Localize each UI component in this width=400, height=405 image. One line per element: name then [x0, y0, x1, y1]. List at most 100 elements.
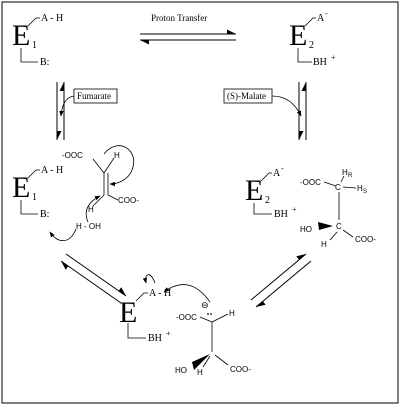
- proton-transfer-label: Proton Transfer: [151, 13, 207, 23]
- hydrogen-top: H: [229, 309, 235, 318]
- base-bond: [20, 48, 38, 63]
- enzyme-subscript: 1: [32, 192, 37, 203]
- carboxylate-bottom: COO-: [355, 235, 376, 244]
- lone-pair-dot: [207, 313, 209, 315]
- reverse-arrow: [255, 260, 312, 308]
- hydrogen-r: H: [342, 168, 348, 177]
- enzyme-subscript: 1: [32, 40, 37, 51]
- base-charge: +: [166, 329, 171, 338]
- fumarate-substrate: -OOC H H COO- H - OH: [49, 145, 139, 242]
- carbon-bottom: C: [336, 222, 342, 231]
- base-bond: [127, 323, 146, 339]
- enzyme-e1-top: E 1 A - H B:: [12, 13, 63, 68]
- enzyme-letter: E: [245, 174, 263, 207]
- acid-charge: -: [325, 9, 328, 18]
- base-group: BH: [148, 333, 162, 344]
- carbon-top: C: [335, 183, 341, 192]
- carboxylate-left: -OOC: [62, 151, 83, 160]
- malate-product: -OOC C H R H S C HO H COO-: [300, 168, 376, 249]
- electron-push-arrow: [163, 284, 211, 303]
- acid-group: A - H: [149, 288, 171, 299]
- carboxylate-top: -OOC: [300, 178, 321, 187]
- base-bond: [253, 203, 272, 215]
- acid-bond: [304, 17, 316, 27]
- enzyme-subscript: 2: [265, 195, 270, 206]
- hydroxyl: HO: [300, 225, 312, 234]
- fumarate-entry-curve: [59, 95, 75, 117]
- hydrogen-s-label: S: [363, 189, 367, 195]
- proton-return-arrow: [142, 274, 156, 284]
- wedge-bond: [318, 222, 333, 230]
- bond: [340, 175, 345, 183]
- enzyme-subscript: 2: [309, 40, 314, 51]
- acid-bond: [27, 169, 40, 179]
- bond: [342, 229, 354, 238]
- wedge-bond: [192, 354, 210, 370]
- forward-arrow: [250, 253, 307, 301]
- fumarate-binding-equilibrium: Fumarate: [56, 82, 118, 140]
- right-lower-equilibrium: [250, 253, 312, 308]
- base-group: BH: [274, 209, 288, 220]
- acid-bond: [135, 292, 148, 302]
- bond: [211, 313, 229, 323]
- hydrogen-top: H: [114, 151, 120, 160]
- acid-group: A - H: [41, 13, 63, 24]
- carboxylate-bottom: COO-: [230, 365, 251, 374]
- base-group: B:: [40, 209, 49, 220]
- electron-push-arrow-base: [49, 228, 77, 242]
- acid-bond: [27, 17, 40, 27]
- bond: [329, 231, 338, 241]
- malate-release-curve: [271, 95, 302, 117]
- acid-charge: -: [281, 164, 284, 173]
- bond: [199, 316, 213, 323]
- left-lower-equilibrium: [60, 253, 127, 304]
- hydroxyl: HO: [175, 366, 187, 375]
- base-bond: [20, 200, 38, 215]
- fumarate-label: Fumarate: [77, 91, 111, 101]
- acid-group: A - H: [41, 165, 63, 176]
- hydrogen-r-label: R: [348, 173, 353, 179]
- forward-arrow: [65, 253, 127, 297]
- lone-pair-dot: [210, 313, 212, 315]
- enzyme-e-bottom: E A - H BH +: [119, 274, 171, 344]
- base-charge: +: [292, 205, 297, 214]
- bond: [323, 181, 337, 187]
- malate-binding-equilibrium: (S)-Malate: [223, 82, 307, 140]
- reverse-arrow: [60, 260, 122, 304]
- water-molecule: H - OH: [76, 222, 101, 231]
- hydrogen-bottom: H: [197, 368, 203, 377]
- base-charge: +: [331, 53, 336, 62]
- carbanion-intermediate: -OOC ⊖ H HO H COO-: [163, 284, 251, 377]
- bond: [107, 194, 119, 201]
- acid-group: A: [273, 168, 281, 179]
- enzyme-e2-top: E 2 A - BH +: [289, 9, 336, 68]
- bond: [92, 194, 105, 207]
- electron-push-arrow-top: [103, 145, 135, 187]
- hydrogen: H: [321, 240, 327, 249]
- enzyme-letter: E: [12, 171, 30, 204]
- base-group: BH: [313, 57, 327, 68]
- bond: [92, 158, 105, 174]
- bond: [103, 157, 115, 174]
- proton-transfer-equilibrium: Proton Transfer: [140, 13, 236, 45]
- hydrogen-s: H: [357, 184, 363, 193]
- base-bond: [297, 48, 312, 63]
- acid-group: A: [317, 13, 325, 24]
- enzyme-letter: E: [12, 19, 30, 52]
- carbanion-charge: ⊖: [201, 300, 209, 310]
- enzyme-letter: E: [119, 296, 137, 329]
- bond: [214, 354, 229, 366]
- carboxylate-top: -OOC: [176, 313, 197, 322]
- bond: [342, 186, 357, 189]
- base-group: B:: [40, 57, 49, 68]
- malate-label: (S)-Malate: [227, 91, 266, 101]
- hydrogen-bottom: H: [88, 205, 94, 214]
- bond: [202, 355, 211, 368]
- carboxylate-right: COO-: [118, 196, 139, 205]
- enzyme-letter: E: [289, 19, 307, 52]
- acid-bond: [260, 172, 272, 182]
- enzyme-e2-middle: E 2 A - BH +: [245, 164, 297, 220]
- electron-push-arrow-water: [85, 195, 101, 223]
